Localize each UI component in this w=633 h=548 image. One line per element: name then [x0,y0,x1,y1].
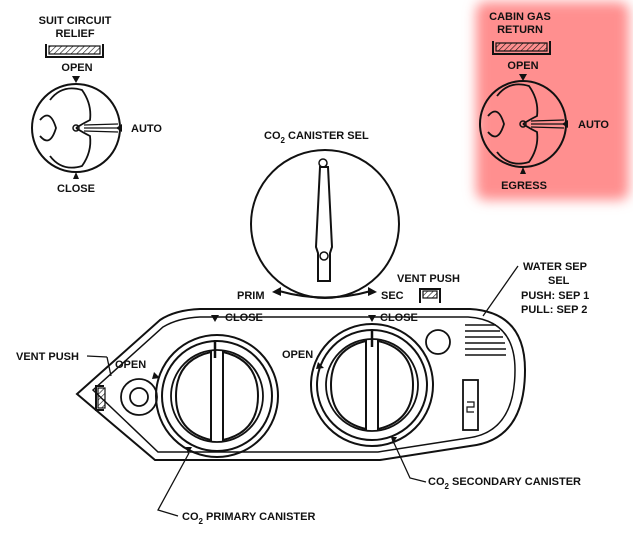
suit-relief-lobe-bottom [49,127,92,169]
secondary-canister-valve-knob[interactable] [325,338,419,432]
secondary-close-pointer [368,315,376,322]
primary-valve-group: CLOSE OPEN [115,312,279,458]
co2-sec-label: SEC [381,290,404,302]
primary-open-label: OPEN [115,359,146,371]
suit-relief-open-pointer [72,76,80,83]
suit-relief-lobe-top [49,87,92,129]
suit-relief-auto-pointer [116,124,122,132]
water-sep-line3: PUSH: SEP 1 [521,290,589,302]
main-panel-group [75,308,527,461]
cabin-gas-open-pointer [519,74,527,81]
co2-canister-selector-knob[interactable] [250,149,400,299]
suit-circuit-relief-title-2: RELIEF [55,28,94,40]
cabin-gas-hub [519,120,527,128]
co2-selector-travel-arc [278,290,372,299]
secondary-canister-leader [393,442,427,483]
panel-outline-outer [75,308,527,461]
cabin-gas-pointer-line-3 [530,126,565,129]
vent-push-top-button[interactable] [422,290,438,299]
secondary-valve-group: CLOSE OPEN [282,312,434,447]
vent-push-left-recess [120,378,158,416]
suit-circuit-relief-group: SUIT CIRCUIT RELIEF OPEN AUTO CLOSE [31,15,162,195]
primary-canister-leader [157,452,190,517]
cabin-gas-return-group: CABIN GAS RETURN OPEN AUTO EGRESS [479,11,609,192]
water-sep-line4: PULL: SEP 2 [521,304,587,316]
primary-canister-valve-knob[interactable] [170,349,264,443]
vent-push-left-bracket [95,385,104,411]
cabin-gas-lobe-bottom [496,123,539,165]
vent-push-left-leader-1 [86,355,108,358]
cabin-gas-auto-label: AUTO [578,119,609,131]
canister-labels-group: CO2 PRIMARY CANISTER CO2 SECONDARY CANIS… [157,437,581,526]
secondary-valve-handle-left [329,339,367,431]
suit-circuit-relief-title-1: SUIT CIRCUIT [39,15,112,27]
suit-relief-pointer-line-3 [83,130,119,133]
vent-push-top-bracket [419,288,441,303]
cabin-gas-pointer-line-1 [530,119,565,122]
co2-selector-pointer-tip [318,158,328,168]
vent-push-left-group: VENT PUSH [16,351,112,411]
water-sep-leader [482,265,519,317]
suit-relief-guard-hatch [48,45,101,55]
cabin-gas-guard-hatch [495,42,548,52]
secondary-close-label: CLOSE [380,312,418,324]
primary-canister-leader-arrow [186,447,192,454]
water-sep-indicator-numeral [466,401,475,413]
cabin-gas-lobe-top [496,83,539,125]
co2-sec-arrow [368,287,377,296]
cabin-gas-return-title-1: CABIN GAS [489,11,551,23]
vent-push-left-label: VENT PUSH [16,351,79,363]
cabin-gas-open-label: OPEN [507,60,538,72]
primary-valve-handle-right [222,350,260,442]
suit-relief-guard-bracket [45,44,104,58]
vent-push-top-label: VENT PUSH [397,273,460,285]
co2-primary-canister-label: CO2 PRIMARY CANISTER [182,511,315,526]
vent-push-top-group: VENT PUSH [397,273,460,303]
co2-prim-label: PRIM [237,290,265,302]
panel-outline-inner [91,316,516,453]
cabin-gas-egress-pointer [520,167,526,174]
cabin-gas-lobe-left [487,110,505,138]
secondary-canister-valve-outer [310,323,434,447]
co2-secondary-canister-label: CO2 SECONDARY CANISTER [428,476,581,491]
suit-relief-pointer-line-1 [83,123,119,126]
secondary-open-label: OPEN [282,349,313,361]
primary-canister-valve-outer [155,334,279,458]
primary-valve-handle-left [174,350,212,442]
cabin-gas-guard-bracket [492,41,551,55]
co2-canister-sel-label: CO2 CANISTER SEL [264,130,369,145]
water-sep-sel-button[interactable] [425,329,451,355]
cabin-gas-egress-label: EGRESS [501,180,547,192]
suit-relief-close-label: CLOSE [57,183,95,195]
primary-close-pointer [211,315,219,322]
co2-selector-pivot [319,251,329,261]
primary-canister-valve-ring [161,340,273,452]
co2-canister-sel-group: CO2 CANISTER SEL PRIM SEC [237,130,404,302]
suit-relief-close-pointer [73,172,79,179]
water-sep-sel-group: WATER SEP SEL PUSH: SEP 1 PULL: SEP 2 [482,261,589,317]
secondary-canister-leader-arrow [391,437,397,444]
vent-push-left-port[interactable] [129,387,149,407]
suit-relief-auto-label: AUTO [131,123,162,135]
secondary-valve-handle-right [377,339,415,431]
co2-prim-arrow [272,287,281,296]
water-sep-indicator-window [462,379,479,431]
water-sep-line1: WATER SEP [523,261,587,273]
suit-relief-lobe-left [39,114,57,142]
vent-push-left-leader-2 [106,356,112,377]
primary-close-label: CLOSE [225,312,263,324]
suit-relief-open-label: OPEN [61,62,92,74]
cabin-gas-return-title-2: RETURN [497,24,543,36]
co2-selector-handle [314,166,334,282]
water-sep-line2: SEL [548,275,570,287]
vent-push-left-button[interactable] [97,387,106,409]
cabin-gas-auto-pointer [562,120,568,128]
suit-relief-hub [72,124,80,132]
